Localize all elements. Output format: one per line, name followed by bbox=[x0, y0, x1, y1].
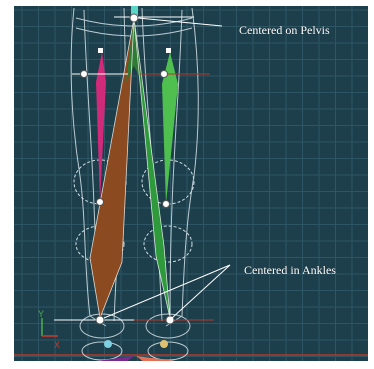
right-thigh-bone[interactable] bbox=[162, 52, 178, 204]
right-leg-outer-outline bbox=[165, 7, 199, 327]
right-thigh-marker[interactable] bbox=[166, 48, 171, 53]
right-shin-ring bbox=[143, 225, 193, 263]
left-ankle-joint[interactable] bbox=[95, 315, 105, 325]
left-toe-marker[interactable] bbox=[104, 340, 112, 348]
left-leg-outer-outline bbox=[70, 7, 107, 327]
pelvis-joint[interactable] bbox=[129, 13, 139, 23]
x-axis-label: X bbox=[54, 340, 60, 350]
pelvis-annotation: Centered on Pelvis bbox=[239, 23, 330, 37]
right-toe-marker[interactable] bbox=[160, 340, 168, 348]
left-foot-bone[interactable] bbox=[74, 356, 134, 361]
pelvis-marker[interactable] bbox=[131, 6, 138, 16]
viewport-background bbox=[14, 6, 368, 361]
ankles-annotation: Centered in Ankles bbox=[244, 263, 336, 277]
viewport-grid bbox=[14, 6, 368, 361]
right-foot-outline bbox=[145, 313, 191, 339]
viewport-scene[interactable]: Y X bbox=[14, 6, 368, 361]
right-foot-bone[interactable] bbox=[136, 356, 200, 361]
y-axis-label: Y bbox=[38, 309, 44, 319]
right-calf-bone[interactable] bbox=[134, 18, 170, 318]
right-knee-joint[interactable] bbox=[162, 200, 170, 208]
3d-viewport[interactable]: Y X Centered on Pelvis Centered in Ankle… bbox=[14, 6, 368, 361]
left-hip-joint[interactable] bbox=[80, 70, 88, 78]
pelvis-leader-line bbox=[137, 17, 223, 27]
left-toe-outline bbox=[81, 341, 123, 361]
left-ankle-leader-line bbox=[103, 264, 231, 319]
left-thigh-marker[interactable] bbox=[98, 48, 103, 53]
right-leg-mid-outline bbox=[169, 9, 183, 322]
left-calf-bone[interactable] bbox=[90, 18, 134, 318]
right-ankle-leader-line bbox=[171, 264, 231, 319]
left-knee-joint[interactable] bbox=[96, 198, 104, 206]
left-thigh-bone[interactable] bbox=[96, 52, 106, 202]
right-hip-joint[interactable] bbox=[160, 70, 168, 78]
pelvis-bone[interactable] bbox=[126, 18, 142, 82]
